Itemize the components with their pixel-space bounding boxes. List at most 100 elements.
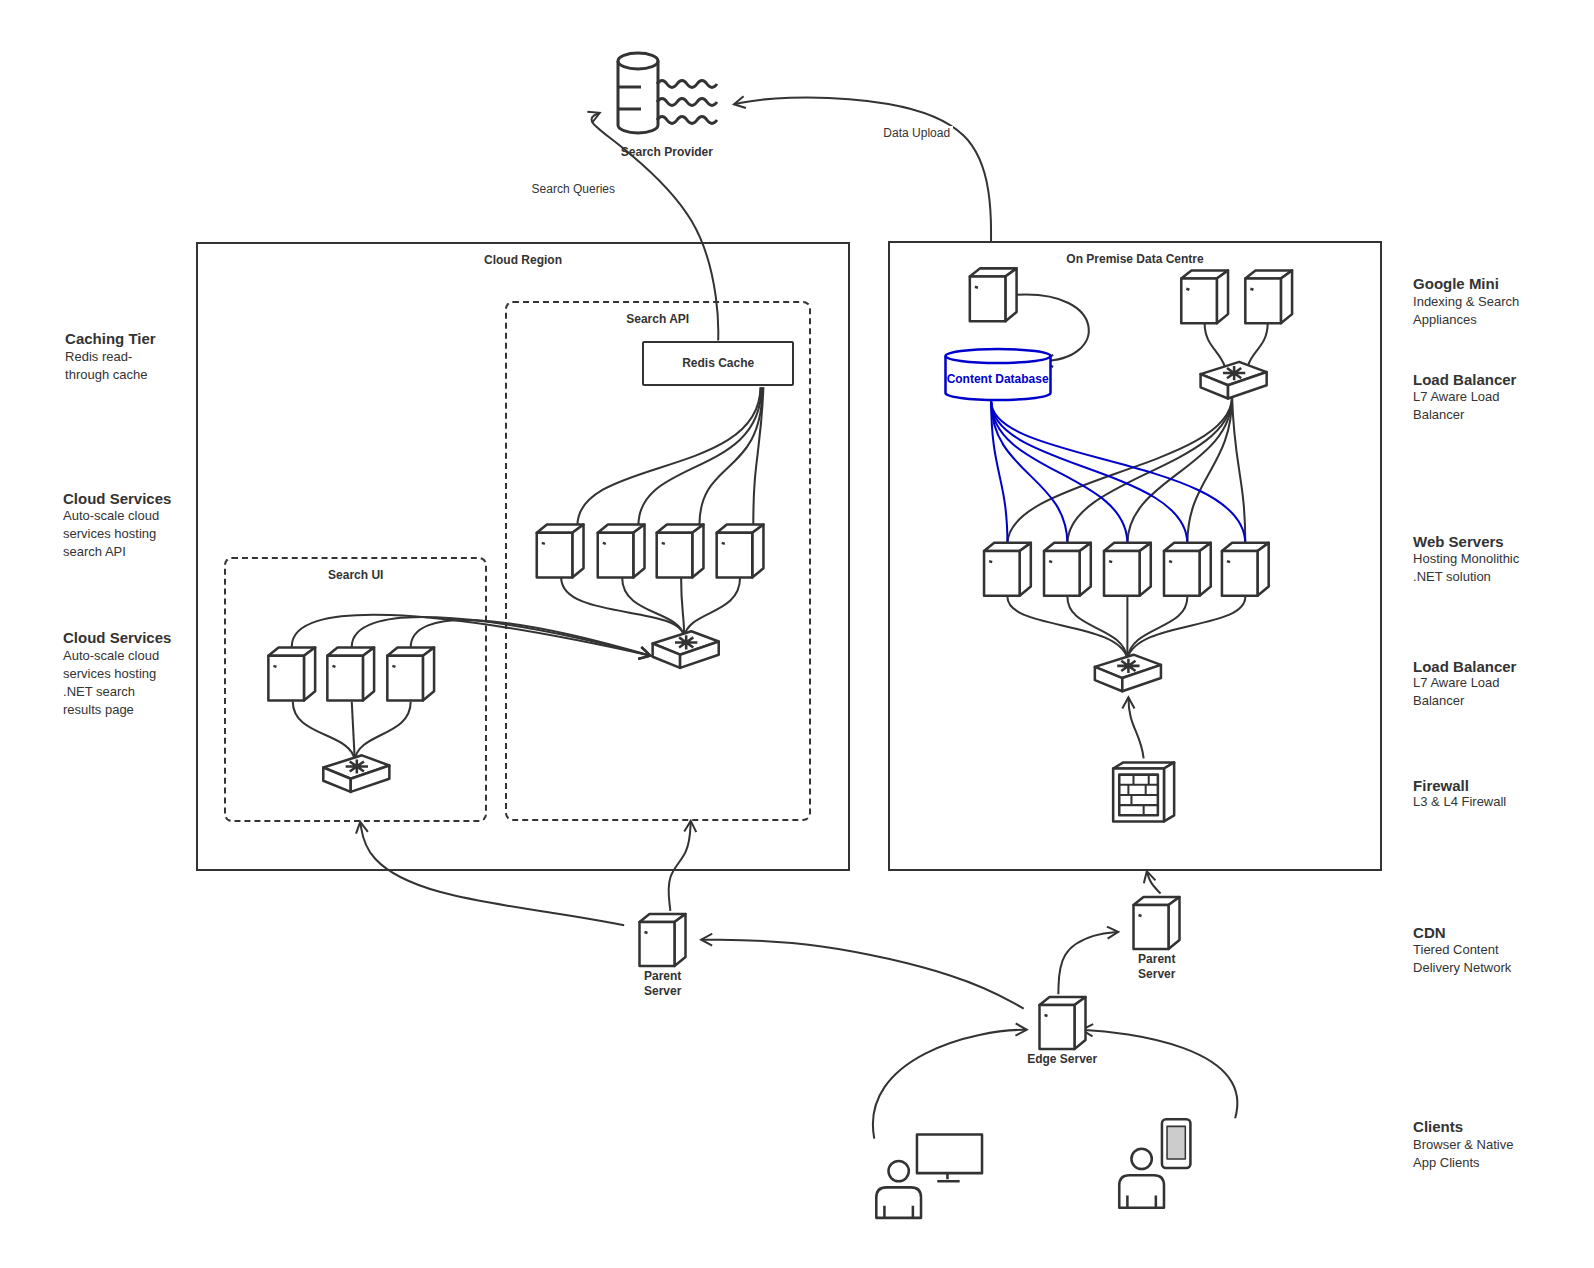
node-label: Content Database <box>947 372 1049 387</box>
wire <box>1205 323 1225 367</box>
server-icon <box>1222 543 1269 596</box>
connector <box>734 97 991 240</box>
wire <box>684 577 740 636</box>
tier-description: Auto-scale cloud services hosting search… <box>63 507 171 561</box>
server-icon <box>387 648 434 701</box>
client-icons <box>884 1206 912 1218</box>
server-icon <box>598 525 645 578</box>
server-node: Edge Server <box>1024 994 1101 1090</box>
cache-box: Redis Cache <box>642 341 793 387</box>
node-label: Parent Server <box>1118 952 1195 982</box>
server-icon <box>1164 543 1211 596</box>
server-icon <box>1039 997 1085 1049</box>
wire <box>577 387 760 525</box>
firewall-icon <box>1119 775 1158 816</box>
server-icons <box>268 268 1292 792</box>
tier-heading: Google Mini <box>1413 275 1499 293</box>
server-icon <box>657 525 704 578</box>
client-icons <box>888 1161 908 1181</box>
tier-description: Browser & Native App Clients <box>1413 1136 1531 1172</box>
node-label: Search API <box>626 312 689 327</box>
tier-heading: Clients <box>1413 1118 1463 1136</box>
server-icon <box>537 525 584 578</box>
tier-heading: Caching Tier <box>65 330 156 348</box>
connector <box>701 940 1024 1009</box>
connector <box>592 113 719 341</box>
database-wire <box>991 402 1245 544</box>
tier-heading: CDN <box>1413 924 1446 942</box>
client-icons <box>1119 1175 1164 1208</box>
tier-description: Redis read-through cache <box>65 348 173 384</box>
connector <box>360 822 624 925</box>
region-box: Redis Cache Search API Search UI Cloud Regi… <box>196 242 850 871</box>
group-box: Search UI <box>224 557 487 822</box>
wire <box>873 1030 1027 1139</box>
tier-description: Auto-scale cloud services hosting .NET s… <box>63 647 171 719</box>
database-wire <box>991 402 1187 544</box>
group-box: Redis Cache Search API <box>505 301 811 820</box>
tier-heading: Cloud Services <box>63 490 171 508</box>
wire <box>1007 597 1127 659</box>
server-icon <box>327 648 374 701</box>
wire <box>1128 697 1143 758</box>
database-cylinder: Content Database <box>944 348 1052 401</box>
tier-heading: Load Balancer <box>1413 658 1516 676</box>
connector <box>1147 871 1161 893</box>
wire <box>292 295 1268 1139</box>
server-icon <box>640 914 686 966</box>
tier-heading: Web Servers <box>1413 533 1504 551</box>
wire <box>411 620 651 656</box>
tier-description: Tiered Content Delivery Network <box>1413 941 1531 977</box>
server-icon <box>1104 543 1151 596</box>
connector <box>669 821 691 911</box>
wire <box>1127 597 1245 659</box>
server-node: Parent Server <box>624 911 701 1007</box>
server-icon <box>717 525 764 578</box>
client-icons <box>1167 1126 1185 1159</box>
client-icons <box>917 1135 982 1174</box>
wire <box>352 701 355 760</box>
load-balancer-icon <box>323 755 389 792</box>
server-icon <box>1134 897 1180 949</box>
server-shape <box>1024 994 1101 1090</box>
edge-label: Data Upload <box>880 126 953 141</box>
node-label: On Premise Data Centre <box>1066 252 1203 267</box>
server-icon <box>268 648 315 701</box>
server-icon <box>970 268 1017 321</box>
firewall-icon <box>1113 762 1174 821</box>
tier-description: Hosting Monolithic .NET solution <box>1413 550 1531 586</box>
client-icons <box>1127 1195 1155 1207</box>
illustration <box>268 268 1292 1217</box>
server-node: Parent Server <box>1118 894 1195 990</box>
wire <box>1187 396 1232 543</box>
tier-heading: Firewall <box>1413 777 1469 795</box>
search-provider: Search Provider <box>600 46 734 168</box>
database-cylinder <box>945 356 1050 363</box>
server-icon <box>1245 270 1292 323</box>
database-cylinder <box>945 349 1050 400</box>
wire <box>753 387 763 525</box>
wire <box>355 701 411 760</box>
client-icons <box>1131 1149 1151 1169</box>
wire <box>622 577 684 636</box>
wire <box>293 701 355 760</box>
wire <box>681 577 684 636</box>
tier-heading: Load Balancer <box>1413 371 1516 389</box>
database-wire <box>991 402 1245 544</box>
tier-description: L3 & L4 Firewall <box>1413 793 1531 811</box>
tier-description: L7 Aware Load Balancer <box>1413 674 1531 710</box>
wire <box>1082 1030 1238 1118</box>
node-label: Cloud Region <box>484 253 562 268</box>
node-label: Parent Server <box>624 969 701 999</box>
load-balancer-icon <box>1201 362 1267 399</box>
server-icon <box>1044 543 1091 596</box>
firewall-icon <box>1164 762 1174 821</box>
connector <box>1058 932 1118 994</box>
firewall-icon <box>1113 769 1164 822</box>
tier-description: L7 Aware Load Balancer <box>1413 388 1531 424</box>
wire <box>1067 597 1127 659</box>
datacentre-box: Content Database On Premise Data Centre <box>888 241 1381 871</box>
client-icons <box>937 1173 959 1181</box>
